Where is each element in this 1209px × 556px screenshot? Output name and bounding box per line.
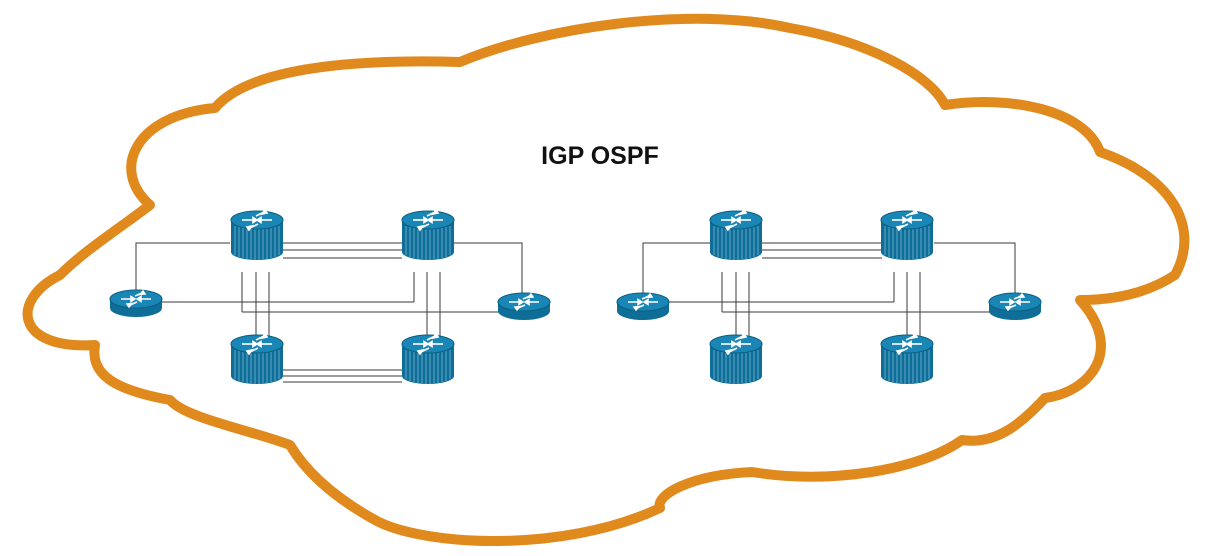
edge-router-icon [497, 292, 551, 321]
core-router-icon [401, 209, 455, 261]
edge-router-icon [109, 289, 163, 318]
core-router-icon [401, 333, 455, 385]
core-router-icon [880, 209, 934, 261]
left-topology-links [135, 242, 523, 383]
core-router-icon [230, 333, 284, 385]
right-topology-links [642, 242, 1016, 345]
left-topology-routers [109, 209, 551, 385]
edge-router-icon [988, 292, 1042, 321]
core-router-icon [880, 333, 934, 385]
core-router-icon [230, 209, 284, 261]
cloud-title: IGP OSPF [541, 142, 659, 170]
core-router-icon [709, 209, 763, 261]
right-topology-routers [616, 209, 1042, 385]
ospf-cloud-outline [22, 13, 1190, 546]
edge-router-icon [616, 292, 670, 321]
core-router-icon [709, 333, 763, 385]
